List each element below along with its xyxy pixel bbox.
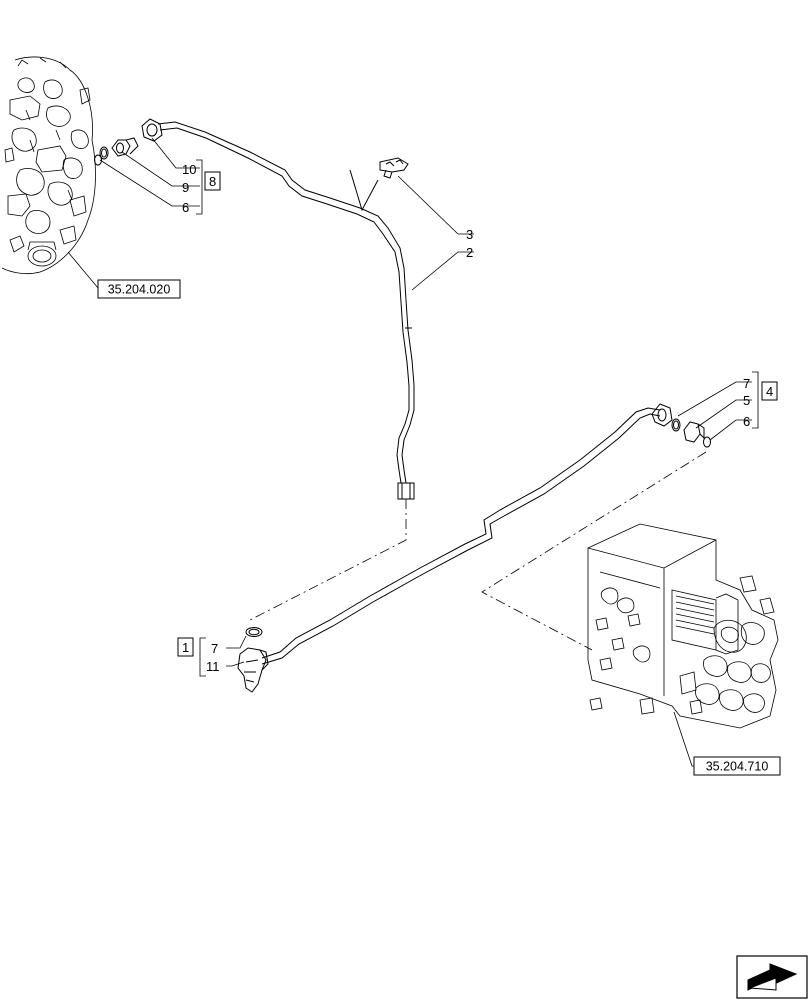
callout-1: 1 — [182, 640, 189, 655]
fitting-nut-10 — [141, 118, 163, 142]
adapter-5 — [683, 421, 705, 443]
pipe-1 — [261, 407, 661, 665]
pipe-1-end-nut — [651, 403, 673, 427]
callout-box-8 — [204, 171, 221, 191]
ref-left-assembly[interactable]: 35.204.020 — [108, 283, 171, 297]
leader-lines — [67, 137, 752, 767]
callout-4: 4 — [766, 384, 773, 399]
callout-6: 6 — [743, 414, 750, 429]
callout-box-4 — [761, 381, 778, 401]
callout-box-1 — [177, 637, 194, 657]
callout-3: 3 — [466, 227, 473, 242]
pipe-2-end-nut — [397, 482, 415, 500]
callout-9: 9 — [182, 180, 189, 195]
clip-3 — [379, 157, 409, 179]
callout-7: 7 — [211, 641, 218, 656]
valve-block — [587, 523, 779, 729]
o-ring-7-right — [671, 418, 681, 432]
o-ring-9 — [99, 146, 109, 160]
ref-valve-block[interactable]: 35.204.710 — [706, 760, 769, 774]
section-marker — [349, 169, 379, 212]
callout-8: 8 — [209, 174, 216, 189]
callout-7: 7 — [743, 376, 750, 391]
center-lines — [249, 451, 707, 651]
callout-10: 10 — [182, 162, 196, 177]
brackets — [196, 159, 759, 677]
pipe-2 — [157, 121, 415, 484]
ref-box-valve[interactable] — [693, 756, 781, 776]
o-ring-7-lower — [245, 627, 263, 637]
callout-6: 6 — [182, 200, 189, 215]
adapter-9 — [111, 137, 139, 157]
callout-5: 5 — [743, 393, 750, 408]
ref-box-left[interactable] — [97, 279, 181, 299]
arrow-next-icon[interactable] — [736, 955, 808, 999]
elbow-fitting-11 — [237, 647, 269, 693]
callout-2: 2 — [466, 245, 473, 260]
callout-11: 11 — [206, 659, 220, 674]
o-ring-6-left — [94, 154, 102, 166]
o-ring-6-right — [703, 436, 711, 448]
left-housing — [1, 56, 96, 275]
